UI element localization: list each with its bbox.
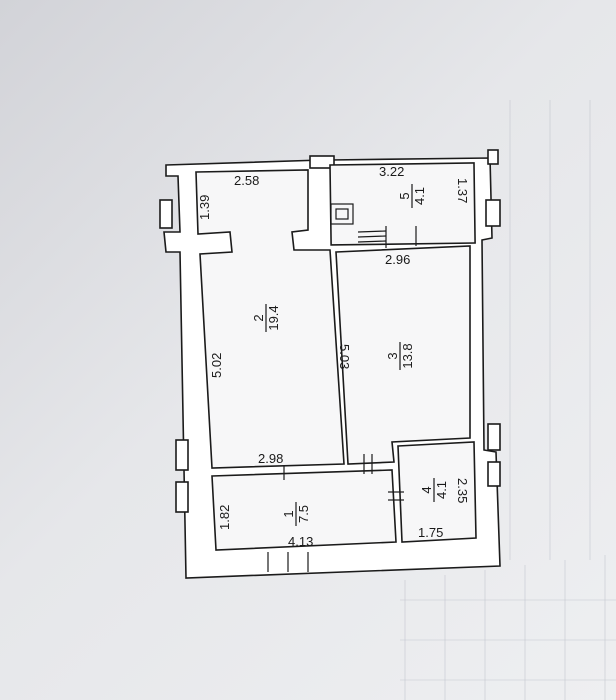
room-5-label: 5 4.1 (397, 184, 427, 208)
dim-1-37: 1.37 (455, 178, 470, 203)
room-2 (195, 169, 345, 469)
dim-1-82: 1.82 (217, 505, 232, 530)
dim-1-39: 1.39 (197, 195, 212, 220)
room-5-number: 5 (397, 192, 412, 199)
dim-1-75: 1.75 (418, 525, 443, 540)
dim-3-22: 3.22 (379, 164, 404, 179)
dim-2-96: 2.96 (385, 252, 410, 267)
room-4-label: 4 4.1 (419, 478, 449, 502)
dim-2-58: 2.58 (234, 173, 259, 188)
grid-pattern (400, 100, 616, 700)
room-1-label: 1 7.5 (281, 502, 311, 526)
wall-stubs (159, 149, 501, 513)
room-3-number: 3 (385, 352, 400, 359)
room-2-area: 19.4 (266, 305, 281, 330)
threshold-lines (267, 226, 417, 572)
dim-2-35: 2.35 (455, 478, 470, 503)
room-1 (211, 469, 397, 551)
dim-2-98: 2.98 (258, 451, 283, 466)
dim-5-03: 5.03 (337, 344, 352, 369)
dim-4-13: 4.13 (288, 534, 313, 549)
room-3-area: 13.8 (400, 343, 415, 368)
dim-5-02: 5.02 (209, 353, 224, 378)
room-5-area: 4.1 (412, 187, 427, 205)
room-3-label: 3 13.8 (385, 342, 415, 370)
room-1-area: 7.5 (296, 505, 311, 523)
vent-shaft (330, 203, 354, 225)
room-2-number: 2 (251, 314, 266, 321)
room-1-number: 1 (281, 510, 296, 517)
room-4 (397, 441, 477, 543)
vent-shaft-inner (335, 208, 349, 220)
room-3 (335, 245, 471, 465)
room-2-label: 2 19.4 (251, 304, 281, 332)
room-4-number: 4 (419, 486, 434, 493)
room-4-area: 4.1 (434, 481, 449, 499)
